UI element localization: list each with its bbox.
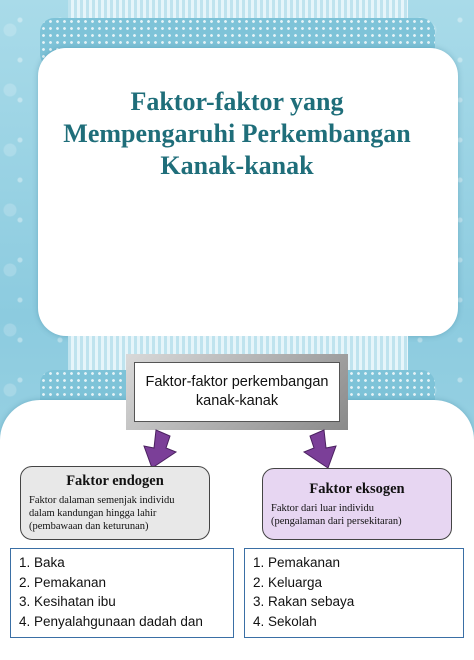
title-line-1: Faktor-faktor yang (130, 87, 344, 116)
title-line-2: Mempengaruhi Perkembangan (63, 119, 411, 148)
endogen-list: 1. Baka 2. Pemakanan 3. Kesihatan ibu 4.… (10, 548, 234, 638)
title-panel (38, 48, 458, 336)
eksogen-box: Faktor eksogen Faktor dari luar individu… (262, 468, 452, 540)
list-item: 4. Sekolah (253, 613, 317, 629)
eksogen-heading: Faktor eksogen (309, 481, 405, 497)
list-item: 4. Penyalahgunaan dadah dan (19, 613, 203, 629)
endogen-heading: Faktor endogen (66, 473, 164, 489)
center-box: Faktor-faktor perkembangan kanak-kanak (126, 354, 348, 430)
eksogen-desc-2: (pengalaman dari persekitaran) (271, 516, 402, 527)
eksogen-list: 1. Pemakanan 2. Keluarga 3. Rakan sebaya… (244, 548, 464, 638)
page-title: Faktor-faktor yang Mempengaruhi Perkemba… (55, 86, 419, 182)
list-item: 1. Baka (19, 555, 65, 570)
right-arrow-icon (302, 429, 337, 469)
left-arrow-icon (143, 429, 178, 469)
endogen-box: Faktor endogen Faktor dalaman semenjak i… (20, 466, 210, 540)
title-stripe-band (68, 0, 408, 22)
endogen-desc-2: dalam kandungan hingga lahir (29, 508, 157, 519)
list-item: 1. Pemakanan (253, 555, 341, 570)
list-item: 2. Pemakanan (19, 574, 107, 590)
eksogen-desc-1: Faktor dari luar individu (271, 503, 374, 514)
title-line-3: Kanak-kanak (160, 151, 314, 180)
center-box-label: Faktor-faktor perkembangan kanak-kanak (134, 362, 340, 422)
list-item: 3. Rakan sebaya (253, 594, 355, 609)
endogen-desc-1: Faktor dalaman semenjak individu (29, 495, 175, 506)
list-item: 2. Keluarga (253, 574, 323, 590)
endogen-desc-3: (pembawaan dan keturunan) (29, 521, 149, 532)
list-item: 3. Kesihatan ibu (19, 594, 116, 609)
